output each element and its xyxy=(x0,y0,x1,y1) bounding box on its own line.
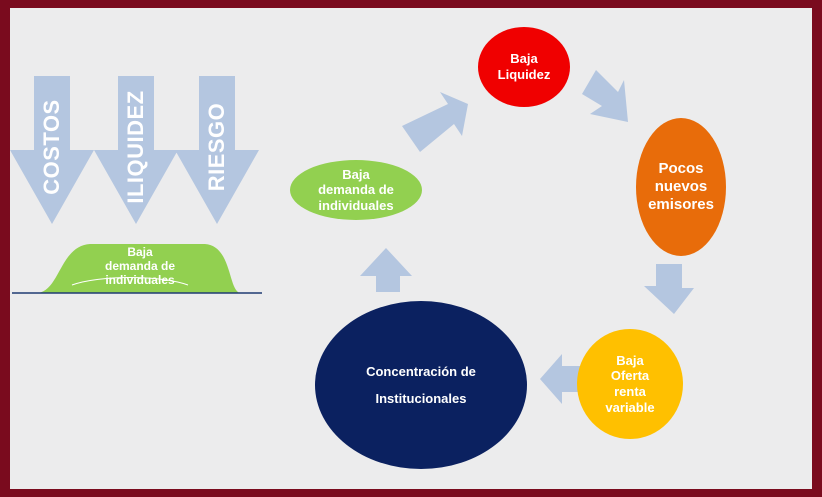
label-baja-liquidez: Baja Liquidez xyxy=(497,51,551,82)
diagram-canvas: COSTOS ILIQUIDEZ RIESGO Baja demanda de … xyxy=(10,8,812,489)
cycle-arrow-2 xyxy=(582,70,628,122)
down-arrow-iliquidez xyxy=(94,76,178,224)
cycle-arrow-4 xyxy=(540,354,582,404)
node-baja-demanda xyxy=(290,160,422,220)
cycle-arrow-1 xyxy=(402,92,468,152)
label-baja-oferta: Baja Oferta renta variable xyxy=(605,352,655,415)
down-arrow-costos xyxy=(10,76,94,224)
label-pocos-emisores: Pocos nuevos emisores xyxy=(648,160,714,213)
cycle-arrow-5 xyxy=(360,248,412,292)
mound-inner-arc xyxy=(71,277,189,286)
mound-label: Baja demanda de individuales xyxy=(104,245,176,287)
diagram-shapes xyxy=(10,27,726,469)
arrow-label-costos: COSTOS xyxy=(39,99,64,195)
label-baja-demanda: Baja demanda de individuales xyxy=(318,166,394,213)
arrow-label-iliquidez: ILIQUIDEZ xyxy=(123,90,148,204)
node-baja-oferta xyxy=(577,329,683,439)
down-arrow-riesgo xyxy=(175,76,259,224)
node-concentracion xyxy=(315,301,527,469)
label-concentracion: Concentración de Institucionales xyxy=(366,363,476,406)
node-pocos-emisores xyxy=(636,118,726,256)
arrow-label-riesgo: RIESGO xyxy=(204,102,229,192)
cycle-arrow-3 xyxy=(644,264,694,314)
node-baja-liquidez xyxy=(478,27,570,107)
